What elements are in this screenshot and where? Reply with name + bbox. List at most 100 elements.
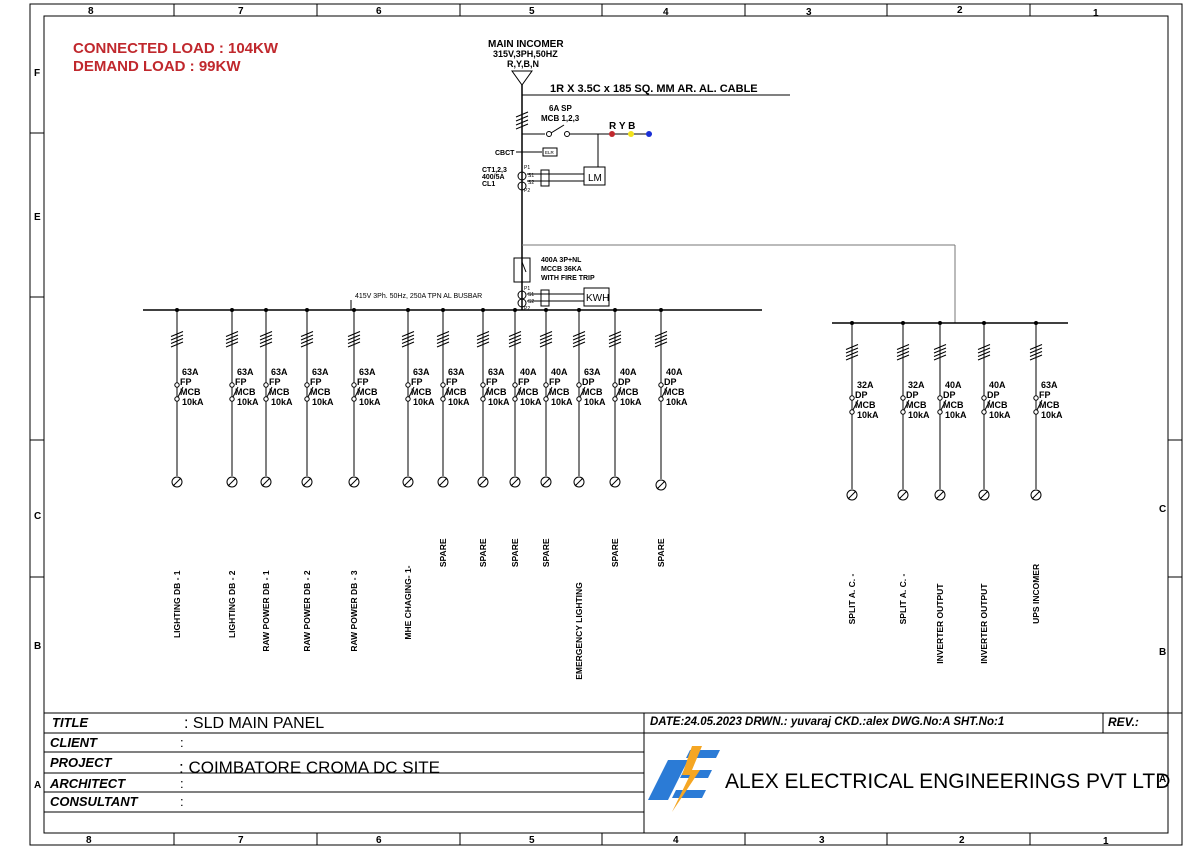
feeder-mcb: MCB bbox=[357, 387, 378, 397]
feeder-type: DP bbox=[855, 390, 868, 400]
feeder-ka: 10kA bbox=[908, 410, 930, 420]
mcb-contact-icon bbox=[849, 409, 855, 415]
termination-icon bbox=[302, 477, 312, 487]
ct-class: CL1 bbox=[482, 181, 495, 188]
mcb-switch-icon bbox=[550, 124, 565, 134]
cable-hatch-icon bbox=[572, 341, 586, 348]
cable-hatch-icon bbox=[608, 334, 622, 341]
mcb-switch-icon bbox=[483, 386, 490, 398]
col-label: 2 bbox=[959, 835, 965, 846]
cable-hatch-icon bbox=[436, 341, 450, 348]
col-label: 7 bbox=[238, 6, 244, 17]
tb-project-label: PROJECT bbox=[50, 755, 112, 770]
cable-hatch-icon bbox=[508, 334, 522, 341]
feeder-ka: 10kA bbox=[312, 397, 334, 407]
feeder-type: FP bbox=[446, 377, 458, 387]
cable-hatch-icon bbox=[401, 331, 415, 337]
cable-hatch-icon bbox=[977, 347, 991, 354]
cable-hatch-icon bbox=[508, 331, 522, 337]
cable-hatch-icon bbox=[572, 331, 586, 337]
phase-r-icon bbox=[609, 131, 615, 137]
tb-architect-value: : bbox=[180, 776, 184, 791]
feeder-rating: 40A bbox=[989, 380, 1006, 390]
cable-hatch-icon bbox=[508, 338, 522, 344]
cable-hatch-icon bbox=[1029, 351, 1043, 357]
termination-icon bbox=[510, 477, 520, 487]
mcb-switch-icon bbox=[266, 386, 273, 398]
mcb-contact-icon bbox=[1033, 395, 1039, 401]
tb-info: DATE:24.05.2023 DRWN.: yuvaraj CKD.:alex… bbox=[650, 716, 1004, 728]
feeder-mcb: MCB bbox=[582, 387, 603, 397]
feeder-mcb: MCB bbox=[486, 387, 507, 397]
row-label: A bbox=[1159, 774, 1166, 785]
feeder-type: FP bbox=[310, 377, 322, 387]
cable-hatch-icon bbox=[259, 338, 273, 344]
cable-hatch-icon bbox=[401, 341, 415, 348]
feeder-label: SPARE bbox=[478, 538, 488, 567]
feeder-label: RAW POWER DB - 1 bbox=[261, 570, 271, 651]
cable-hatch-icon bbox=[539, 338, 553, 344]
cable-hatch-icon bbox=[572, 338, 586, 344]
phase-b-icon bbox=[646, 131, 652, 137]
cable-hatch-icon bbox=[476, 338, 490, 344]
elr-label: ELR bbox=[545, 150, 555, 155]
mcb-switch-icon bbox=[903, 399, 910, 411]
ct-s2: S2 bbox=[528, 299, 534, 305]
termination-icon bbox=[655, 479, 667, 491]
cable-hatch-icon bbox=[436, 338, 450, 344]
cable-hatch-icon bbox=[896, 347, 910, 354]
termination-icon bbox=[846, 489, 858, 501]
demand-load: DEMAND LOAD : 99KW bbox=[73, 58, 241, 75]
cable-hatch-icon bbox=[977, 354, 991, 361]
cable-hatch-icon bbox=[436, 331, 450, 337]
termination-icon bbox=[978, 489, 990, 501]
mcb-contact-icon bbox=[229, 396, 235, 402]
col-label: 2 bbox=[957, 5, 963, 16]
cbct-label: CBCT bbox=[495, 150, 515, 157]
feeder-label: MHE CHAGING- 1- bbox=[403, 565, 413, 639]
feeder-mcb: MCB bbox=[411, 387, 432, 397]
feeder-ka: 10kA bbox=[237, 397, 259, 407]
cable-hatch-icon bbox=[436, 334, 450, 341]
row-label: B bbox=[34, 641, 41, 652]
termination-icon bbox=[437, 476, 449, 488]
mcb-switch-icon bbox=[443, 386, 450, 398]
col-label: 3 bbox=[819, 835, 825, 846]
cable-hatch-icon bbox=[845, 354, 859, 361]
col-label: 3 bbox=[806, 7, 812, 18]
feeder-type: DP bbox=[987, 390, 1000, 400]
mccb-box bbox=[513, 257, 531, 283]
termination-icon bbox=[609, 476, 621, 488]
ct-terminal bbox=[540, 289, 550, 307]
mcb-contact-icon bbox=[263, 396, 269, 402]
feeder-ka: 10kA bbox=[448, 397, 470, 407]
feeder-label: LIGHTING DB - 2 bbox=[227, 570, 237, 638]
col-label: 5 bbox=[529, 835, 535, 846]
feeder-rating: 63A bbox=[413, 367, 430, 377]
feeder-ka: 10kA bbox=[359, 397, 381, 407]
feeder-label: SPLIT A. C. - bbox=[847, 574, 857, 625]
mcb-switch-icon bbox=[515, 386, 522, 398]
termination-icon bbox=[349, 477, 359, 487]
feeder-ka: 10kA bbox=[1041, 410, 1063, 420]
termination-icon bbox=[540, 476, 552, 488]
feeder-mcb: MCB bbox=[518, 387, 539, 397]
termination-icon bbox=[438, 477, 448, 487]
feeder-rating: 63A bbox=[182, 367, 199, 377]
ryb-label: R Y B bbox=[609, 121, 635, 132]
cable-hatch-icon bbox=[1029, 344, 1043, 350]
cable-hatch-icon bbox=[896, 351, 910, 357]
feeder-rating: 32A bbox=[857, 380, 874, 390]
termination-icon bbox=[934, 489, 946, 501]
feeder-type: FP bbox=[180, 377, 192, 387]
row-label: E bbox=[34, 212, 41, 223]
feeder-rating: 63A bbox=[237, 367, 254, 377]
mcb-contact-icon bbox=[543, 382, 549, 388]
